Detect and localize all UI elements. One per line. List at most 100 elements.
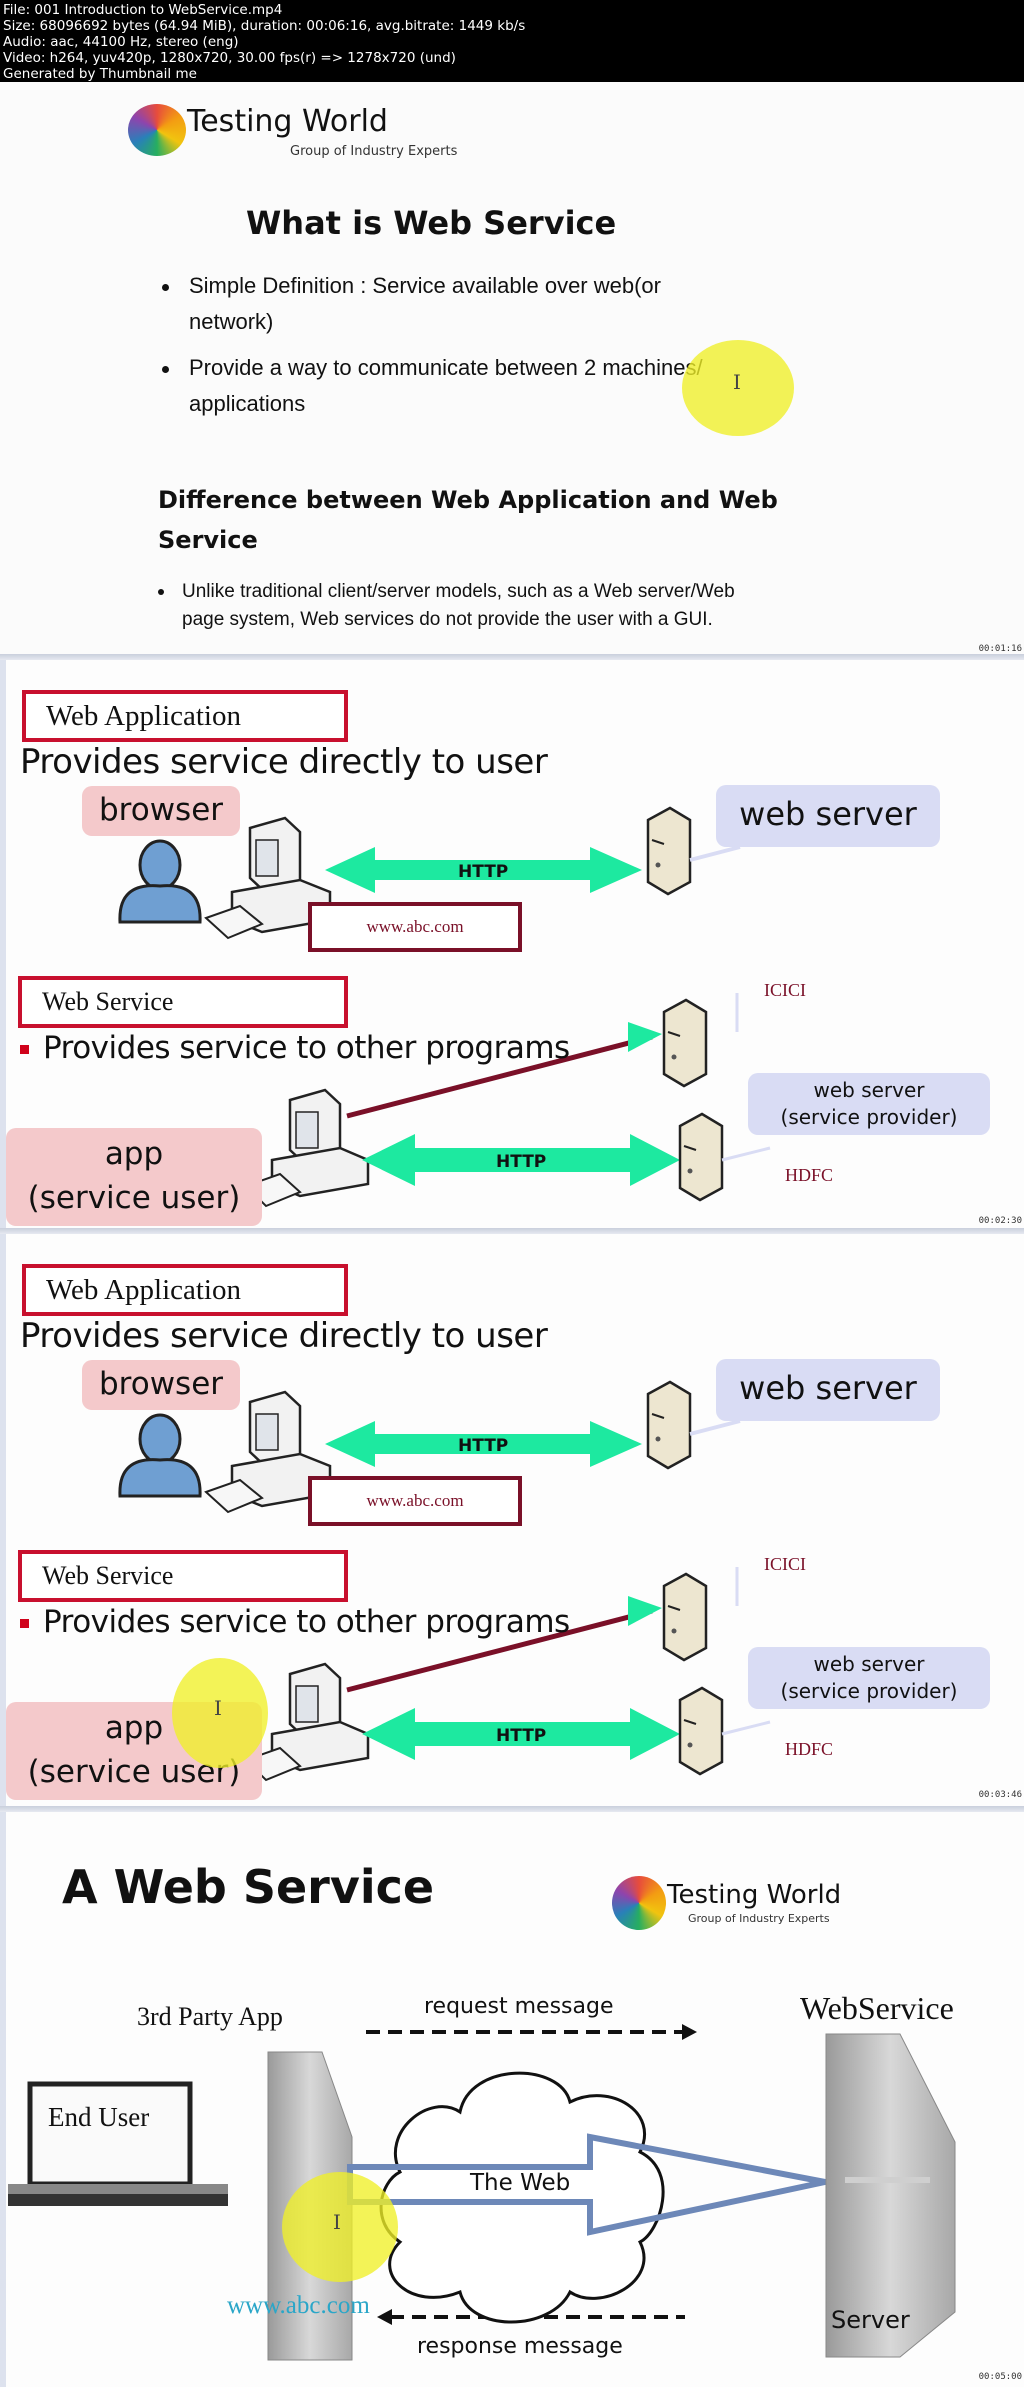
hdfc-label: HDFC bbox=[785, 1739, 834, 1759]
generator-line: Generated by Thumbnail me bbox=[3, 66, 197, 82]
bullet-square-icon bbox=[20, 1045, 29, 1054]
frame-timestamp: 00:05:00 bbox=[978, 2372, 1022, 2382]
bullet-item-continuation: applications bbox=[189, 391, 306, 416]
audio-line: Audio: aac, 44100 Hz, stereo (eng) bbox=[3, 34, 239, 50]
webservice-label: WebService bbox=[800, 1990, 954, 2026]
logo-subtitle: Group of Industry Experts bbox=[290, 144, 458, 159]
hdfc-server-icon bbox=[678, 1112, 724, 1202]
web-service-title-box: Web Service bbox=[18, 976, 348, 1028]
http-label-bottom: HTTP bbox=[496, 1152, 546, 1172]
response-message-label: response message bbox=[417, 2334, 623, 2359]
frame-timestamp: 00:02:30 bbox=[978, 1216, 1022, 1226]
web-server-callout: web server bbox=[716, 785, 940, 847]
bullet-dot-icon bbox=[162, 365, 169, 373]
browser-callout: browser bbox=[82, 1360, 240, 1410]
url-box: www.abc.com bbox=[308, 902, 522, 952]
cursor-highlight bbox=[172, 1658, 268, 1768]
hdfc-server-icon bbox=[678, 1686, 724, 1776]
server-icon bbox=[646, 806, 692, 896]
bullet-dot-icon bbox=[162, 283, 169, 291]
url-box: www.abc.com bbox=[308, 1476, 522, 1526]
http-arrow-top bbox=[325, 1421, 642, 1467]
slide-edge bbox=[0, 660, 6, 1234]
request-message-label: request message bbox=[424, 1994, 614, 2019]
frame-separator bbox=[0, 1806, 1024, 1812]
http-arrow-bottom bbox=[362, 1134, 680, 1186]
logo-subtitle: Group of Industry Experts bbox=[688, 1912, 830, 1925]
size-line: Size: 68096692 bytes (64.94 MiB), durati… bbox=[3, 18, 526, 34]
hdfc-label: HDFC bbox=[785, 1165, 834, 1185]
icici-label: ICICI bbox=[764, 980, 806, 1000]
http-label-top: HTTP bbox=[458, 1436, 508, 1456]
web-application-description: Provides service directly to user bbox=[20, 742, 548, 782]
file-name-line: File: 001 Introduction to WebService.mp4 bbox=[3, 2, 283, 18]
web-service-title-box: Web Service bbox=[18, 1550, 348, 1602]
bullet-item: Provide a way to communicate between 2 m… bbox=[162, 350, 922, 386]
web-application-title-box: Web Application bbox=[22, 690, 348, 742]
logo-title: Testing World bbox=[667, 1880, 842, 1910]
web-server-service-provider-callout: web server (service provider) bbox=[748, 1073, 990, 1135]
bullet-list: Simple Definition : Service available ov… bbox=[162, 268, 922, 422]
laptop-icon bbox=[8, 2081, 228, 2206]
web-application-title-box: Web Application bbox=[22, 1264, 348, 1316]
video-line: Video: h264, yuv420p, 1280x720, 30.00 fp… bbox=[3, 50, 456, 66]
slide-heading: What is Web Service bbox=[246, 204, 617, 242]
web-server-callout: web server bbox=[716, 1359, 940, 1421]
end-user-label: End User bbox=[48, 2102, 150, 2132]
thumbnail-frame-4: A Web Service Testing World Group of Ind… bbox=[0, 1812, 1024, 2387]
bullet-item: Unlike traditional client/server models,… bbox=[158, 578, 938, 606]
bullet-square-icon bbox=[20, 1619, 29, 1628]
thumbnail-frame-2: Web Application Provides service directl… bbox=[0, 660, 1024, 1234]
slide-heading: A Web Service bbox=[62, 1860, 435, 1914]
icici-server-icon bbox=[662, 1572, 708, 1662]
sub-heading: Difference between Web Application and W… bbox=[158, 486, 778, 554]
bullet-item-continuation: page system, Web services do not provide… bbox=[182, 609, 713, 630]
cursor-highlight bbox=[282, 2172, 398, 2282]
url-label: www.abc.com bbox=[227, 2292, 370, 2319]
text-cursor-icon: I bbox=[214, 1696, 222, 1720]
slide-edge bbox=[0, 1234, 6, 1808]
icici-label: ICICI bbox=[764, 1554, 806, 1574]
third-party-app-label: 3rd Party App bbox=[137, 2002, 283, 2031]
frame-separator bbox=[0, 1228, 1024, 1234]
web-server-service-provider-callout: web server (service provider) bbox=[748, 1647, 990, 1709]
diagram-graphics: HTTP HTTP bbox=[118, 1380, 771, 1782]
frame-separator bbox=[0, 654, 1024, 660]
desktop-computer-icon bbox=[204, 1390, 332, 1514]
testing-world-logo-icon bbox=[612, 1876, 666, 1930]
web-service-description: Provides service to other programs bbox=[20, 1030, 570, 1066]
the-web-label: The Web bbox=[470, 2170, 571, 2196]
text-cursor-icon: I bbox=[733, 370, 741, 394]
cursor-highlight bbox=[682, 340, 794, 436]
sub-bullet-list: Unlike traditional client/server models,… bbox=[158, 578, 938, 634]
server-icon bbox=[646, 1380, 692, 1470]
user-icon bbox=[118, 839, 202, 924]
web-application-description: Provides service directly to user bbox=[20, 1316, 548, 1356]
web-service-diagram bbox=[8, 2024, 956, 2361]
response-arrowhead bbox=[377, 2309, 392, 2325]
webservice-server-icon bbox=[825, 2033, 956, 2358]
server-label: Server bbox=[831, 2306, 910, 2334]
app-service-user-callout: app (service user) bbox=[6, 1128, 262, 1226]
desktop-computer-icon bbox=[244, 1088, 370, 1208]
http-arrow-top bbox=[325, 847, 642, 893]
logo-title: Testing World bbox=[187, 104, 388, 139]
testing-world-logo-icon bbox=[128, 104, 186, 156]
app-service-user-callout: app (service user) bbox=[6, 1702, 262, 1800]
bullet-item-continuation: network) bbox=[189, 309, 274, 334]
frame-timestamp: 00:01:16 bbox=[978, 644, 1022, 654]
web-service-description: Provides service to other programs bbox=[20, 1604, 570, 1640]
user-icon bbox=[118, 1413, 202, 1498]
cloud-icon bbox=[379, 2071, 665, 2324]
http-label-top: HTTP bbox=[458, 862, 508, 882]
bullet-dot-icon bbox=[158, 588, 164, 595]
frame-timestamp: 00:03:46 bbox=[978, 1790, 1022, 1800]
text-cursor-icon: I bbox=[333, 2210, 341, 2234]
arrow-to-icici bbox=[628, 1596, 662, 1626]
browser-callout: browser bbox=[82, 786, 240, 836]
bullet-item: Simple Definition : Service available ov… bbox=[162, 268, 922, 304]
thumbnail-frame-3: Web Application Provides service directl… bbox=[0, 1234, 1024, 1808]
arrow-to-icici bbox=[628, 1022, 662, 1052]
icici-server-icon bbox=[662, 998, 708, 1088]
thumbnail-frame-1: Testing World Group of Industry Experts … bbox=[0, 82, 1024, 660]
